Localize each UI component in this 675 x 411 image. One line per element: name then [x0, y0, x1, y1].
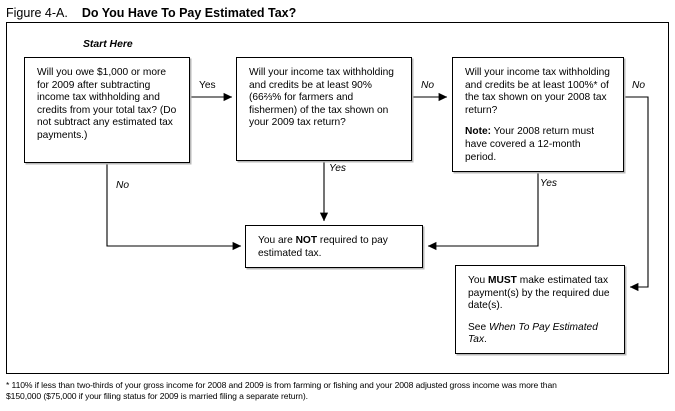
question-1-text: Will you owe $1,000 or more for 2009 aft… — [37, 67, 177, 141]
see-prefix: See — [468, 321, 489, 333]
question-3-text: Will your income tax withholding and cre… — [465, 67, 610, 116]
edge-label-no-q3: No — [632, 80, 646, 91]
edge-label-no-q1: No — [116, 180, 130, 191]
footnote-line-1: * 110% if less than two-thirds of your g… — [6, 380, 557, 390]
edge-q3-no-to-must — [624, 96, 649, 292]
see-suffix: . — [484, 334, 487, 346]
outcome-box-not-required[interactable]: You are NOT required to pay estimated ta… — [245, 225, 423, 268]
note-label: Note: — [465, 126, 492, 138]
fraction-two-thirds: ⅔ — [263, 92, 273, 104]
footnote-line-2: $150,000 ($75,000 if your filing status … — [6, 391, 308, 402]
must-pay-reference: See When To Pay Estimated Tax. — [468, 322, 614, 347]
not-required-text-b: required to pay estimated tax. — [258, 235, 388, 259]
edge-q3-yes-to-not — [427, 172, 539, 251]
not-emphasis: NOT — [295, 235, 318, 246]
figure-caption: Figure 4-A. Do You Have To Pay Estimated … — [6, 4, 666, 20]
must-emphasis: MUST — [488, 275, 517, 286]
note-text: Your 2008 return must have covered a 12-… — [465, 126, 595, 163]
decision-box-question-2[interactable]: Will your income tax withholding and cre… — [236, 57, 412, 161]
figure-label: Figure 4-A. — [6, 6, 68, 20]
must-pay-text-a: You — [468, 275, 489, 286]
edge-label-no-q2: No — [421, 80, 435, 91]
edge-label-yes-q3: Yes — [540, 178, 557, 189]
question-2-text: Will your income tax withholding and cre… — [249, 67, 401, 130]
decision-box-question-1[interactable]: Will you owe $1,000 or more for 2009 aft… — [24, 57, 190, 163]
decision-box-question-3[interactable]: Will your income tax withholding and cre… — [452, 57, 624, 172]
footnote: * 110% if less than two-thirds of your g… — [6, 380, 672, 403]
question-2-text-b: % for farmers and fishermen) of the tax … — [249, 92, 389, 129]
edge-label-yes-q2: Yes — [329, 163, 346, 174]
figure-title: Do You Have To Pay Estimated Tax? — [81, 6, 297, 20]
edge-q1-no-to-not — [106, 163, 242, 251]
outcome-box-must-pay[interactable]: You MUST make estimated tax payment(s) b… — [455, 265, 625, 354]
must-pay-text-b: make estimated tax payment(s) by the req… — [468, 275, 610, 312]
edge-label-yes-q1: Yes — [199, 80, 216, 91]
question-3-note: Note: Your 2008 return must have covered… — [465, 126, 613, 164]
must-pay-text: You MUST make estimated tax payment(s) b… — [468, 275, 614, 313]
not-required-text-a: You are — [258, 235, 296, 246]
not-required-text: You are NOT required to pay estimated ta… — [258, 235, 412, 260]
question-2-text-a: Will your income tax withholding and cre… — [249, 67, 394, 104]
start-here-label: Start Here — [83, 39, 133, 50]
see-section-title: When To Pay Estimated Tax — [468, 321, 598, 346]
